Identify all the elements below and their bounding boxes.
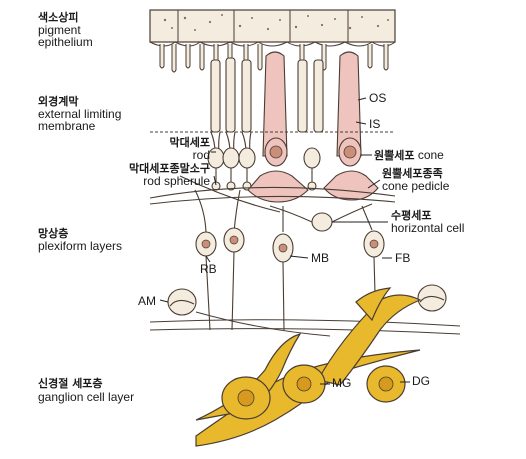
- rod-cells: [207, 57, 324, 191]
- elm-label-en2: membrane: [38, 119, 96, 133]
- ganglion-label-ko: 신경절 세포층: [38, 377, 103, 390]
- plexiform-label-en1: plexiform layers: [38, 239, 123, 253]
- horizontal-label-ko: 수평세포: [391, 209, 432, 222]
- rod-spherule-label-ko: 막대세포종말소구: [129, 162, 210, 175]
- ganglion-label-en1: ganglion cell layer: [38, 390, 135, 404]
- am-label: AM: [138, 294, 156, 308]
- elm-label-en1: external limiting: [38, 107, 122, 121]
- pigment-label-en1: pigment: [38, 23, 81, 37]
- cone-label: 원뿔세포 cone: [374, 149, 444, 162]
- cone-nuclei: [269, 145, 357, 159]
- plexiform-label-ko: 망상층: [38, 227, 69, 240]
- rod-spherule-label-en: rod spherule: [143, 174, 210, 188]
- cone-cells: [247, 51, 379, 203]
- horizontal-label-en: horizontal cell: [391, 221, 465, 235]
- mb-label: MB: [311, 251, 329, 265]
- fb-label: FB: [395, 251, 411, 265]
- bipolar-nuclei: [201, 235, 379, 253]
- pigment-label-ko: 색소상피: [38, 11, 79, 24]
- cone-pedicle-label-ko: 원뿔세포종족: [382, 167, 443, 180]
- ganglion-nuclei: [237, 376, 394, 407]
- ganglion-cells: [195, 287, 422, 447]
- os-label: OS: [369, 91, 387, 105]
- outer-plexiform-fibres: [149, 175, 396, 213]
- dg-label: DG: [412, 374, 430, 388]
- mg-label: MG: [332, 376, 352, 390]
- inner-plexiform-layer: [149, 311, 461, 337]
- rod-label-en: rod: [192, 148, 210, 162]
- is-label: IS: [369, 117, 381, 131]
- cone-pedicle-label-en: cone pedicle: [382, 179, 450, 193]
- pigment-label-en2: epithelium: [38, 35, 93, 49]
- leader-lines: [159, 97, 410, 385]
- rb-label: RB: [200, 262, 217, 276]
- cone-label-ko: 원뿔세포: [374, 149, 415, 162]
- pigment-epithelium: [149, 9, 396, 73]
- amacrine-cells: [167, 284, 447, 316]
- cone-label-en: cone: [417, 148, 444, 162]
- rod-label-ko: 막대세포: [169, 136, 210, 149]
- elm-label-ko: 외경계막: [38, 95, 79, 108]
- horizontal-cell: [269, 203, 373, 232]
